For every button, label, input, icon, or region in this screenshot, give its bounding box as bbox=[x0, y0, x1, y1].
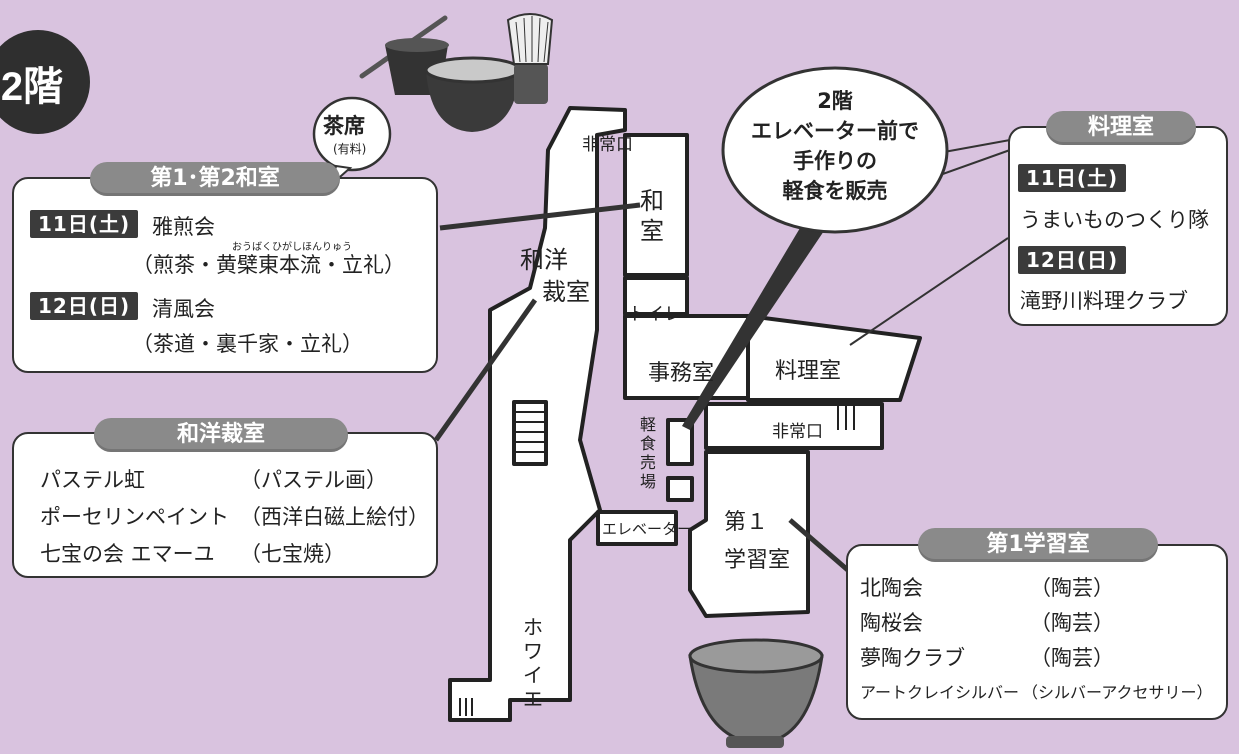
gakushu-group-3: 夢陶クラブ bbox=[860, 646, 965, 670]
room-ryourishitsu bbox=[746, 314, 922, 402]
washitsu-detail-2: （茶道・裏千家・立礼） bbox=[132, 332, 363, 356]
ryouri-row-2: 12日(日) bbox=[1018, 246, 1127, 274]
label-gakushu-1: 第１ bbox=[724, 510, 769, 535]
day-badge: 11日(土) bbox=[30, 210, 139, 238]
panel-ryouri bbox=[1008, 126, 1228, 326]
gakushu-detail-1: （陶芸） bbox=[1030, 576, 1114, 600]
label-hijouguchi-top: 非常口 bbox=[582, 135, 633, 155]
callout-line-1: 2階 bbox=[817, 89, 853, 113]
day-badge: 11日(土) bbox=[1018, 164, 1127, 192]
label-elevator: エレベーター bbox=[602, 520, 693, 538]
callout-line-3: 手作りの bbox=[793, 149, 877, 173]
label-hijouguchi-right: 非常口 bbox=[772, 422, 823, 442]
panel-wayou-title: 和洋裁室 bbox=[94, 418, 348, 452]
chaseki-sub: (有料) bbox=[333, 142, 367, 156]
wayou-detail-2: （西洋白磁上絵付） bbox=[240, 505, 429, 529]
wayou-detail-1: （パステル画） bbox=[240, 468, 387, 492]
ryouri-row-1: 11日(土) bbox=[1018, 164, 1127, 192]
wayou-group-2: ポーセリンペイント bbox=[40, 505, 229, 529]
panel-washitsu-title: 第1･第2和室 bbox=[90, 162, 340, 196]
wayou-group-1: パステル虹 bbox=[40, 468, 145, 492]
label-ryourishitsu: 料理室 bbox=[775, 359, 842, 384]
wayou-group-3: 七宝の会 エマーユ bbox=[40, 542, 215, 566]
chaseki-label: 茶席 bbox=[323, 114, 365, 138]
gakushu-group-1: 北陶会 bbox=[860, 576, 923, 600]
callout-line-4: 軽食を販売 bbox=[782, 179, 888, 203]
washitsu-group-2: 清風会 bbox=[152, 297, 215, 321]
washitsu-row-1: 11日(土) bbox=[30, 210, 139, 238]
tea-ceremony-illustration bbox=[359, 13, 554, 132]
stair-lines bbox=[459, 406, 855, 716]
label-wayou-2: 裁室 bbox=[542, 278, 590, 306]
floor-plan bbox=[448, 106, 922, 722]
room-gakushu bbox=[688, 450, 810, 618]
connector-lines bbox=[433, 139, 1011, 574]
label-wayou-1: 和洋 bbox=[520, 246, 568, 274]
panel-wayou bbox=[12, 432, 438, 578]
label-washitsu: 和 室 bbox=[640, 187, 664, 245]
floor-badge-text: 2階 bbox=[1, 65, 63, 109]
day-badge: 12日(日) bbox=[1018, 246, 1127, 274]
day-badge: 12日(日) bbox=[30, 292, 139, 320]
washitsu-row-2: 12日(日) bbox=[30, 292, 139, 320]
panel-gakushu bbox=[846, 544, 1228, 720]
washitsu-ruby-1: おうばくひがしほんりゅう bbox=[232, 242, 352, 253]
ryouri-group-1: うまいものつくり隊 bbox=[1020, 208, 1209, 232]
gakushu-detail-3: （陶芸） bbox=[1030, 646, 1114, 670]
panel-gakushu-title: 第1学習室 bbox=[918, 528, 1158, 562]
snack-stand-box-2 bbox=[666, 476, 694, 502]
callout-line-2: エレベーター前で bbox=[751, 119, 919, 143]
washitsu-detail-1: （煎茶・黄檗東本流・立礼） bbox=[132, 253, 405, 277]
gakushu-detail-4: （シルバーアクセサリー） bbox=[1022, 683, 1213, 702]
label-keishoku: 軽 食 売 場 bbox=[640, 415, 657, 491]
gakushu-group-4: アートクレイシルバー bbox=[860, 683, 1020, 702]
room-elevator bbox=[596, 510, 678, 546]
panel-ryouri-title: 料理室 bbox=[1046, 111, 1196, 145]
washitsu-group-1: 雅煎会 bbox=[152, 215, 215, 239]
wayou-detail-3: （七宝焼） bbox=[240, 542, 345, 566]
panel-washitsu bbox=[12, 177, 438, 373]
callout-pointer bbox=[682, 222, 830, 430]
ryouri-group-2: 滝野川料理クラブ bbox=[1020, 289, 1188, 313]
label-toilet: トイレ bbox=[628, 304, 682, 325]
floor-badge: 2階 bbox=[0, 30, 90, 134]
callout-text: 2階 エレベーター前で 手作りの 軽食を販売 bbox=[728, 86, 942, 206]
pottery-bowl-illustration bbox=[688, 638, 824, 748]
label-jimushitsu: 事務室 bbox=[648, 361, 715, 386]
gakushu-detail-2: （陶芸） bbox=[1030, 611, 1114, 635]
gakushu-group-2: 陶桜会 bbox=[860, 611, 923, 635]
label-gakushu-2: 学習室 bbox=[724, 548, 791, 573]
label-foyer: ホ ワ イ エ bbox=[523, 615, 543, 711]
callout-bubble bbox=[721, 66, 949, 234]
